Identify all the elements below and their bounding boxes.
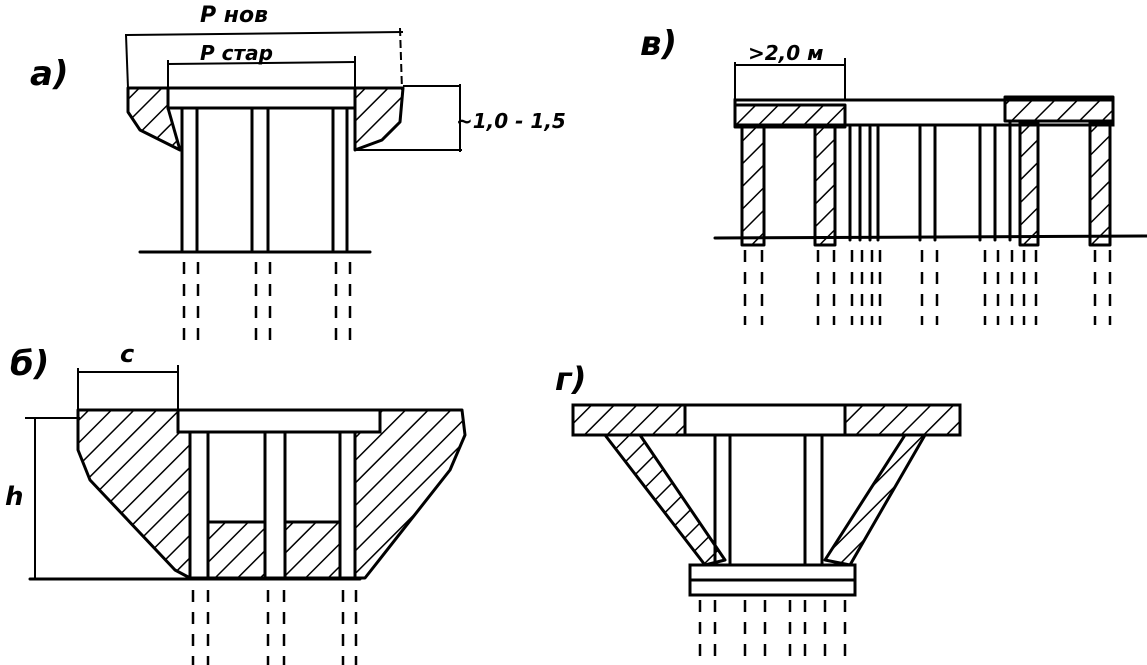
piles [28, 430, 362, 665]
figure-b-label: б) [10, 344, 49, 384]
dim-h-label: h [5, 482, 24, 512]
strut-right [823, 433, 927, 567]
new-cap-right [353, 408, 467, 580]
spacing-label: >2,0 м [748, 41, 824, 65]
height-dim-label: ~1,0 - 1,5 [456, 109, 566, 133]
strut-left [603, 433, 727, 567]
dimension-lines [124, 27, 462, 152]
dim-c-label: c [120, 340, 134, 368]
new-slab-left [571, 403, 687, 437]
piles [688, 433, 857, 665]
new-cap-right [353, 86, 405, 152]
new-slab-left [733, 103, 847, 129]
figure-g: г) [555, 360, 962, 665]
piles [713, 120, 1147, 325]
figure-v-label: в) [640, 24, 677, 64]
old-cap [176, 408, 382, 434]
new-slab-right [1003, 95, 1115, 123]
figure-a-label: а) [30, 54, 68, 94]
new-slab-right [843, 403, 962, 437]
figure-g-label: г) [555, 360, 586, 398]
figure-a: а) P нов P стар ~1,0 - 1,5 [30, 3, 566, 345]
figure-b: б) c h [5, 340, 467, 665]
p-new-label: P нов [200, 3, 268, 28]
figure-v: в) >2,0 м [640, 24, 1147, 325]
ground-line [713, 234, 1147, 240]
piles [138, 106, 372, 345]
new-cap-left [76, 408, 192, 580]
old-cap [166, 86, 357, 110]
p-old-label: P стар [200, 41, 273, 65]
